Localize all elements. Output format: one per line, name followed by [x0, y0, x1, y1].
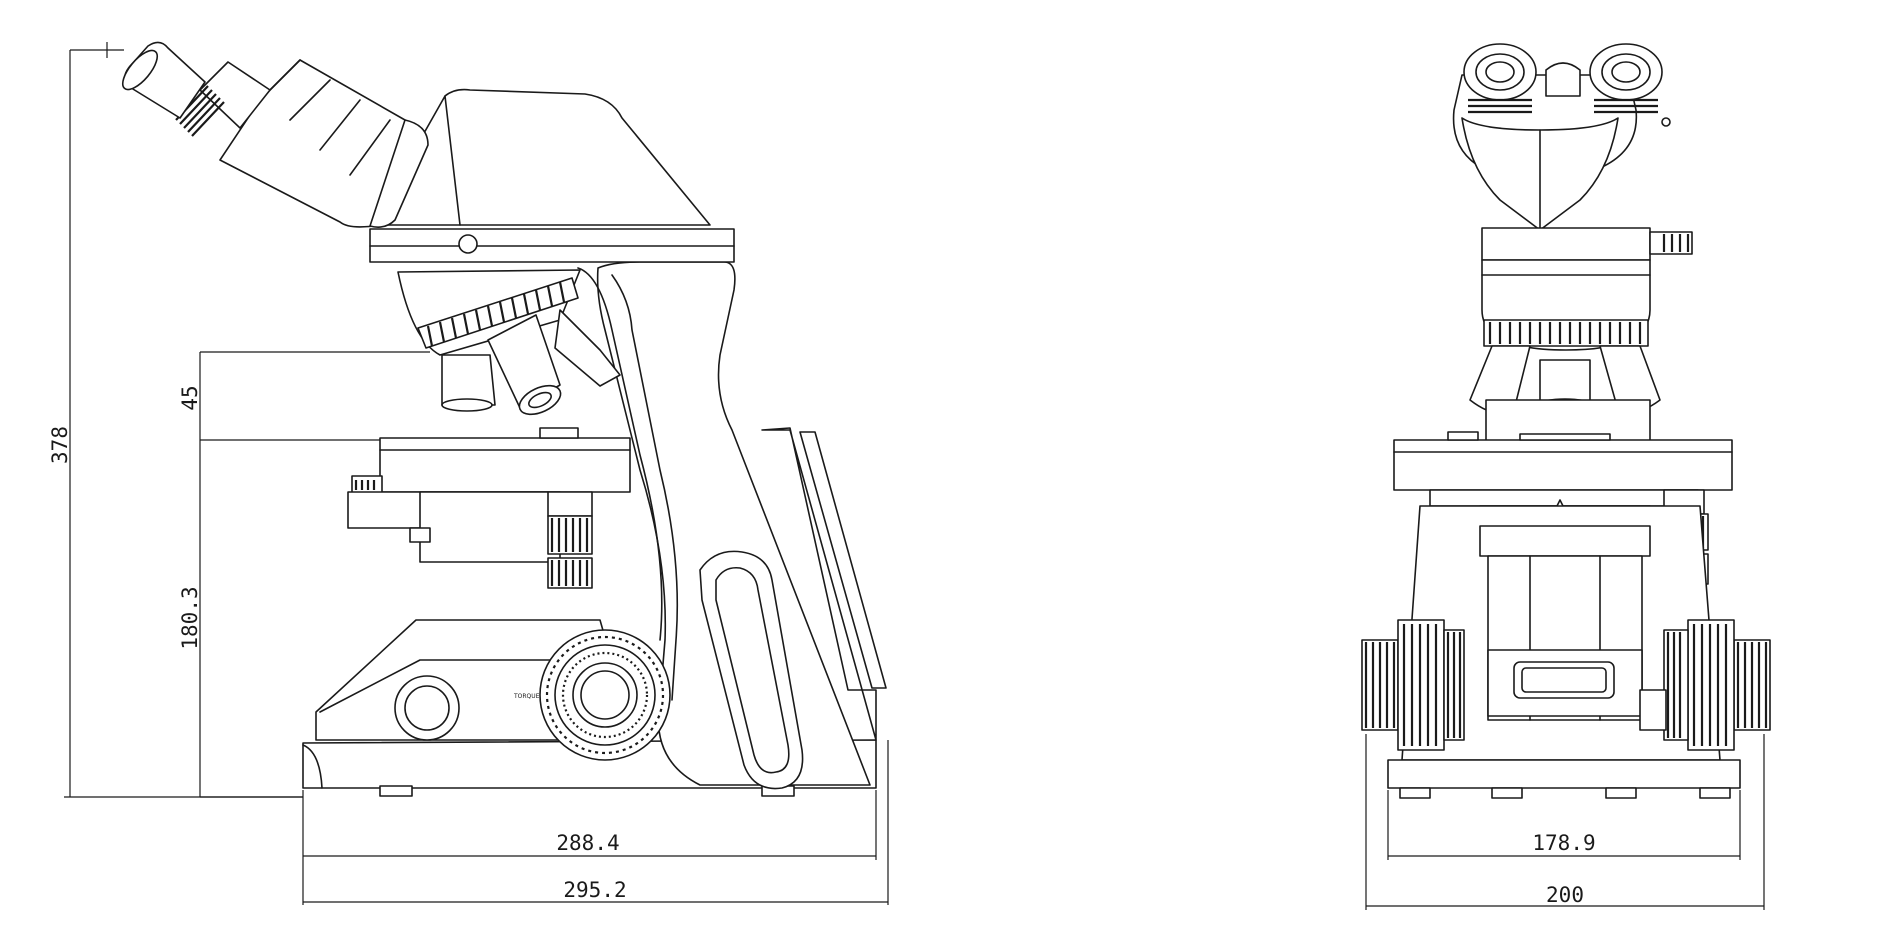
brightness-knob-inner — [404, 685, 450, 731]
dim-45: 45 — [178, 385, 202, 410]
side-dimensions: 378 45 180.3 288.4 295.2 — [48, 42, 889, 905]
front-focus-knobs — [1361, 619, 1771, 751]
dim-288-4: 288.4 — [556, 831, 619, 855]
side-view: TORQUE 378 45 180.3 288.4 295.2 — [48, 41, 889, 905]
rear-housing-box — [761, 427, 877, 741]
front-stage — [1393, 431, 1733, 537]
side-binocular-tube — [121, 41, 429, 228]
dim-378: 378 — [48, 426, 72, 464]
dim-180-3: 180.3 — [178, 586, 202, 649]
front-head-block — [1481, 227, 1651, 261]
side-stage — [347, 427, 631, 589]
front-view: 178.9 200 — [1361, 43, 1771, 910]
front-base — [1387, 759, 1741, 789]
rear-handle-inner — [715, 566, 790, 774]
lock-screw — [458, 234, 478, 254]
side-focus-knob: TORQUE — [513, 629, 671, 761]
dim-200: 200 — [1546, 883, 1584, 907]
front-eyepieces — [1452, 43, 1671, 231]
front-dimensions: 178.9 200 — [1365, 734, 1765, 910]
torque-marking: TORQUE — [513, 693, 540, 700]
dim-178-9: 178.9 — [1532, 831, 1595, 855]
dim-295-2: 295.2 — [563, 878, 626, 902]
side-nosepiece — [397, 269, 621, 416]
rear-lamp-plate — [799, 431, 887, 689]
